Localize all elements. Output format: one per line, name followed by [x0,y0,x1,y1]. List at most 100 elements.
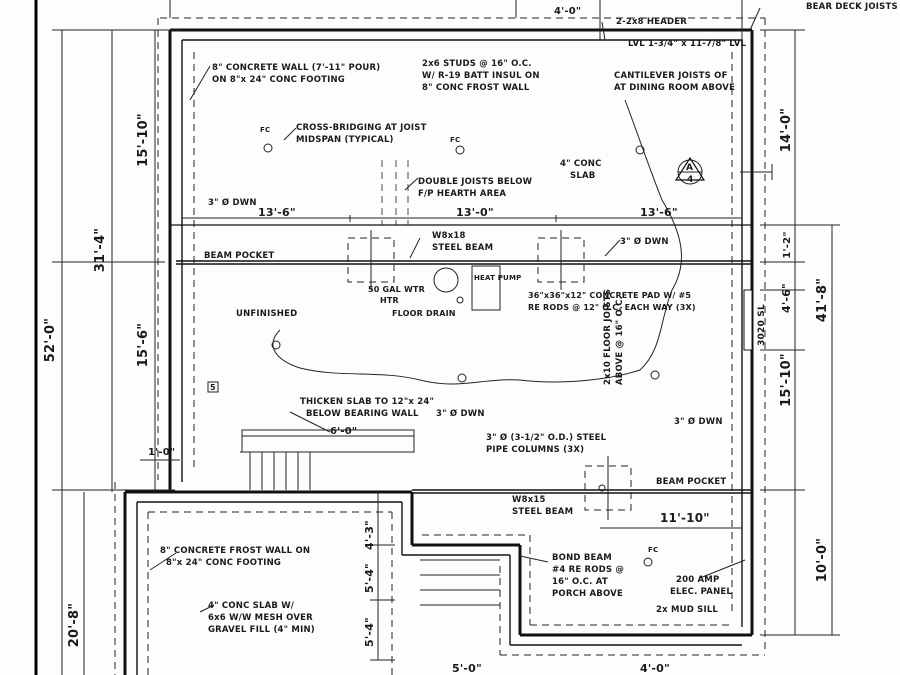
column-pads [347,230,632,520]
garage-steps [420,559,500,606]
note-unfinished: UNFINISHED [236,309,297,319]
note-header: 2-2x8 HEADER [616,17,687,27]
dim-garage-1: 4'-3" [363,520,376,550]
note-bond-beam-line3: 16" O.C. AT [552,577,608,587]
fixtures [263,143,660,567]
note-steel-columns-line1: 3" Ø (3-1/2" O.D.) STEEL [486,432,607,443]
note-conc-slab-line1: 4" CONC [560,159,602,169]
note-downspout-4: 3" Ø DWN [674,416,723,427]
note-steel-beam-2-size: W8x15 [512,495,546,505]
dim-garage-3: 5'-4" [363,617,376,647]
note-water-heater-line1: 50 GAL WTR [368,285,425,294]
note-elec-panel-line1: 200 AMP [676,575,719,585]
note-stud-wall-line3: 8" CONC FROST WALL [422,83,530,93]
note-beam-pocket-1: BEAM POCKET [204,251,274,261]
fc-label-3: FC [648,546,658,554]
note-beam-pocket-2: BEAM POCKET [656,477,726,487]
heat-pump-icon [471,265,501,311]
note-deck-joists: BEAR DECK JOISTS ON REAR WALL [806,2,900,12]
fc-label-1: FC [260,126,270,134]
floor-drain-icon [456,296,464,304]
note-steel-columns-line2: PIPE COLUMNS (3X) [486,445,584,455]
basement-stair [240,429,415,490]
dim-bottom-1: 5'-0" [452,662,482,675]
column-icon [598,484,606,492]
note-stud-wall-line1: 2x6 STUDS @ 16" O.C. [422,59,532,69]
dim-beam-span-2: 13'-0" [456,206,494,219]
light-fixture-icon [650,370,660,380]
note-conc-slab-line2: SLAB [570,171,595,181]
note-water-heater-line2: HTR [380,296,399,305]
dimension-lines [52,29,840,675]
leader-lines [149,7,761,613]
window-size-label: 3020 SL [757,304,767,346]
dim-left-mid: 15'-6" [136,323,151,368]
light-fixture-icon [263,143,273,153]
note-thicken-slab-line1: THICKEN SLAB TO 12"x 24" [300,397,434,407]
note-floor-joists-line2: ABOVE @ 16" O.C. [615,296,625,385]
note-steel-beam-2-label: STEEL BEAM [512,507,573,517]
water-heater-icon [433,267,459,293]
basement-window [743,289,753,351]
dim-bottom-2: 4'-0" [640,662,670,675]
light-fixture-icon [643,557,653,567]
dim-upper-left: 31'-4" [93,228,108,273]
note-cross-bridging-line2: MIDSPAN (TYPICAL) [296,135,394,145]
tag-5-label: 5 [210,383,216,392]
section-marker [674,156,773,185]
note-footing-pad-line1: 36"x36"x12" CONCRETE PAD W/ #5 [528,291,691,300]
dim-right-overall: 41'-8" [815,278,830,323]
note-garage-slab-line1: 4" CONC SLAB W/ [208,601,295,611]
dim-right-window: 4'-6" [780,283,793,313]
note-bond-beam-line4: PORCH ABOVE [552,589,623,599]
fc-label-2: FC [450,136,460,144]
note-concrete-wall-line2: ON 8"x 24" CONC FOOTING [212,75,345,85]
light-fixture-icon [457,373,467,383]
unfinished-area-boundary [272,99,682,385]
note-bond-beam-line1: BOND BEAM [552,553,612,563]
dim-top: 4'-0" [554,6,581,17]
note-steel-beam-1-size: W8x18 [432,231,466,241]
dim-beam-span-1: 13'-6" [258,206,296,219]
note-mud-sill: 2x MUD SILL [656,605,718,615]
dim-left-bottom: 20'-8" [67,603,82,648]
section-marker-bottom: 4 [687,175,693,185]
dim-left-step: 1'-0" [148,447,175,458]
note-double-joists-line1: DOUBLE JOISTS BELOW [418,177,533,187]
dim-column-offset: 11'-10" [660,511,710,525]
steel-beam-upper [170,224,752,265]
dim-right-beam: 1'-2" [782,231,793,258]
note-downspout-2: 3" Ø DWN [620,236,669,247]
note-downspout-1: 3" Ø DWN [208,197,257,208]
note-frost-wall-line1: 8" CONCRETE FROST WALL ON [160,546,310,556]
section-marker-top: A [686,163,693,173]
dim-right-top: 14'-0" [779,108,794,153]
note-elec-panel-line2: ELEC. PANEL [670,587,732,597]
mechanical-equipment [433,265,501,311]
note-bond-beam-line2: #4 RE RODS @ [552,565,624,575]
foundation-walls [123,28,754,675]
note-double-joists-line2: F/P HEARTH AREA [418,189,506,199]
dim-slab-width: 6'-0" [330,426,357,437]
light-fixture-icon [635,145,645,155]
light-fixture-icon [271,340,281,350]
note-steel-beam-1-label: STEEL BEAM [432,243,493,253]
steel-beam-lower [412,489,752,494]
note-thicken-slab-line2: BELOW BEARING WALL [306,409,419,419]
note-footing-pad-line2: RE RODS @ 12" O.C. EACH WAY (3X) [528,303,696,312]
note-lvl-beam: LVL 1-3/4" x 11-7/8" LVL [628,39,747,49]
dim-overall-left: 52'-0" [43,318,58,363]
dim-left-top: 15'-10" [136,113,151,167]
note-garage-slab-line3: GRAVEL FILL (4" MIN) [208,625,315,635]
dim-garage-2: 5'-4" [363,563,376,593]
note-heat-pump: HEAT PUMP [474,274,521,282]
dim-beam-span-3: 13'-6" [640,206,678,219]
light-fixture-icon [455,145,465,155]
footing-outlines [114,0,766,675]
note-stud-wall-line2: W/ R-19 BATT INSUL ON [422,71,540,81]
dim-right-bottom: 10'-0" [815,538,830,583]
note-cantilever-line2: AT DINING ROOM ABOVE [614,83,735,93]
note-downspout-3: 3" Ø DWN [436,408,485,419]
